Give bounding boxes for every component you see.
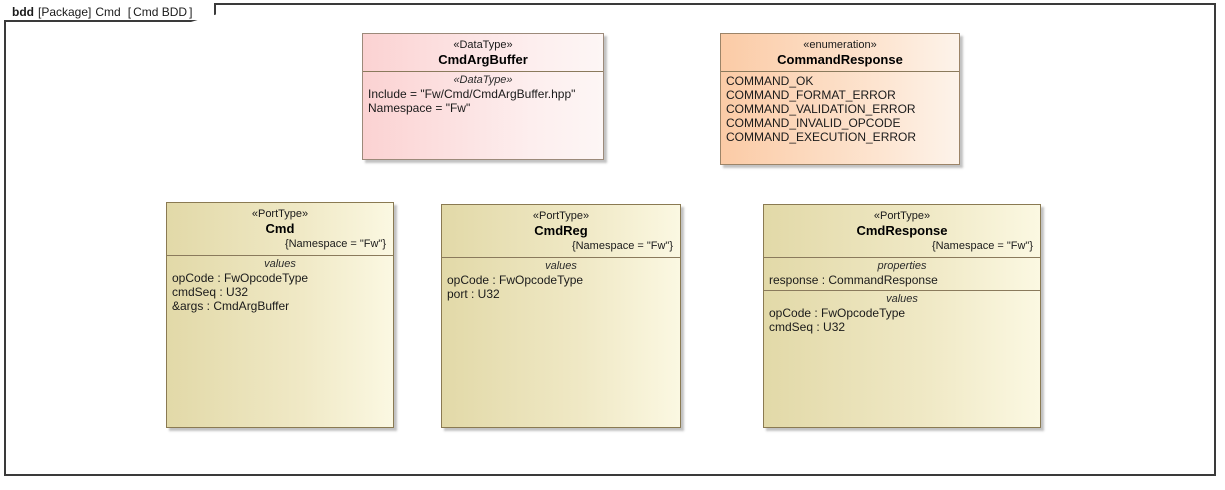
diagram-frame-label: bdd [Package] Cmd [ Cmd BDD ]	[4, 3, 217, 22]
block-header: «PortType» CmdReg {Namespace = "Fw"}	[442, 205, 680, 257]
block-tagged-value: {Namespace = "Fw"}	[284, 238, 386, 250]
compartment-datatype: «DataType» Include = "Fw/Cmd/CmdArgBuffe…	[363, 71, 603, 159]
block-stereotype: «PortType»	[532, 210, 590, 222]
feature-args: &args : CmdArgBuffer	[172, 299, 290, 313]
enum-literal: COMMAND_INVALID_OPCODE	[726, 116, 901, 130]
diagram-name: Cmd BDD	[133, 4, 188, 19]
enum-literal: COMMAND_VALIDATION_ERROR	[726, 102, 916, 116]
diagram-kind: bdd	[12, 4, 34, 19]
block-title: CmdArgBuffer	[438, 52, 528, 67]
enum-literal: COMMAND_OK	[726, 74, 814, 88]
block-header: «DataType» CmdArgBuffer	[363, 34, 603, 71]
block-commandresponse[interactable]: «enumeration» CommandResponse COMMAND_OK…	[720, 33, 960, 165]
compartment-values: values opCode : FwOpcodeType cmdSeq : U3…	[167, 255, 393, 427]
compartment-label: values	[264, 258, 296, 270]
compartment-literals: COMMAND_OK COMMAND_FORMAT_ERROR COMMAND_…	[721, 71, 959, 164]
block-header: «PortType» CmdResponse {Namespace = "Fw"…	[764, 205, 1040, 257]
block-title: CommandResponse	[777, 52, 903, 67]
compartment-label: values	[545, 260, 577, 272]
diagram-package-name: Cmd	[95, 4, 121, 19]
feature-cmdseq: cmdSeq : U32	[769, 320, 846, 334]
compartment-label: values	[886, 293, 918, 305]
compartment-values: values opCode : FwOpcodeType port : U32	[442, 257, 680, 427]
block-cmdresponse[interactable]: «PortType» CmdResponse {Namespace = "Fw"…	[763, 204, 1041, 428]
enum-literal: COMMAND_FORMAT_ERROR	[726, 88, 896, 102]
feature-response: response : CommandResponse	[769, 273, 938, 287]
feature-opcode: opCode : FwOpcodeType	[769, 306, 906, 320]
compartment-label: properties	[877, 260, 927, 272]
compartment-properties: properties response : CommandResponse	[764, 257, 1040, 290]
block-stereotype: «DataType»	[453, 39, 513, 51]
block-header: «PortType» Cmd {Namespace = "Fw"}	[167, 203, 393, 255]
block-cmdreg[interactable]: «PortType» CmdReg {Namespace = "Fw"} val…	[441, 204, 681, 428]
property-namespace: Namespace = "Fw"	[368, 101, 471, 115]
block-title: CmdReg	[534, 223, 588, 238]
feature-port: port : U32	[447, 287, 500, 301]
property-include: Include = "Fw/Cmd/CmdArgBuffer.hpp"	[368, 87, 576, 101]
compartment-label: «DataType»	[453, 74, 513, 86]
block-tagged-value: {Namespace = "Fw"}	[571, 240, 673, 252]
block-stereotype: «PortType»	[873, 210, 931, 222]
block-cmdargbuffer[interactable]: «DataType» CmdArgBuffer «DataType» Inclu…	[362, 33, 604, 160]
diagram-scope: [Package]	[38, 4, 92, 19]
feature-opcode: opCode : FwOpcodeType	[447, 273, 584, 287]
block-tagged-value: {Namespace = "Fw"}	[931, 240, 1033, 252]
block-title: CmdResponse	[856, 223, 948, 238]
bracket-open: [	[127, 4, 132, 19]
bracket-close: ]	[189, 4, 193, 19]
feature-opcode: opCode : FwOpcodeType	[172, 271, 309, 285]
block-title: Cmd	[265, 221, 295, 236]
compartment-values: values opCode : FwOpcodeType cmdSeq : U3…	[764, 290, 1040, 427]
block-stereotype: «PortType»	[251, 208, 309, 220]
block-header: «enumeration» CommandResponse	[721, 34, 959, 71]
enum-literal: COMMAND_EXECUTION_ERROR	[726, 130, 917, 144]
block-stereotype: «enumeration»	[803, 39, 877, 51]
block-cmd[interactable]: «PortType» Cmd {Namespace = "Fw"} values…	[166, 202, 394, 428]
feature-cmdseq: cmdSeq : U32	[172, 285, 249, 299]
